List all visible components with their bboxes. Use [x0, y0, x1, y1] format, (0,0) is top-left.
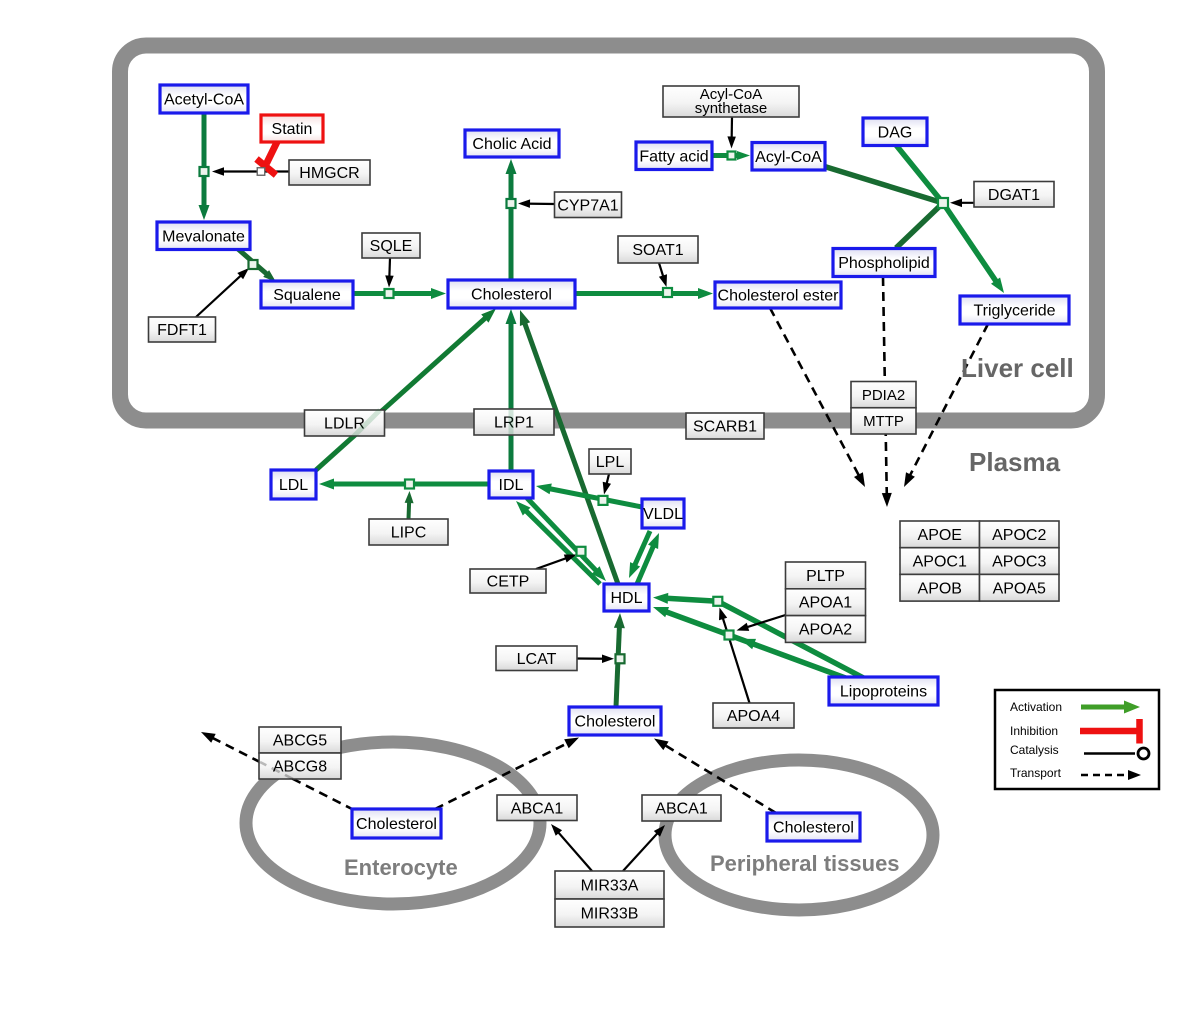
svg-text:HDL: HDL [610, 590, 642, 607]
svg-text:Catalysis: Catalysis [1010, 743, 1059, 757]
svg-text:APOB: APOB [918, 580, 962, 597]
svg-text:HMGCR: HMGCR [299, 165, 359, 182]
svg-text:MTTP: MTTP [863, 413, 904, 430]
svg-text:Transport: Transport [1010, 766, 1062, 780]
svg-text:Liver cell: Liver cell [961, 353, 1074, 383]
svg-text:APOA1: APOA1 [799, 595, 852, 612]
svg-text:synthetase: synthetase [695, 100, 768, 117]
svg-text:Mevalonate: Mevalonate [162, 228, 245, 245]
svg-text:MIR33A: MIR33A [581, 878, 639, 895]
svg-text:Triglyceride: Triglyceride [973, 303, 1055, 320]
svg-text:PLTP: PLTP [806, 568, 845, 585]
svg-text:DAG: DAG [878, 124, 913, 141]
svg-text:MIR33B: MIR33B [581, 906, 639, 923]
svg-text:Squalene: Squalene [273, 287, 341, 304]
svg-text:APOE: APOE [918, 527, 962, 544]
svg-text:SCARB1: SCARB1 [693, 419, 757, 436]
svg-text:ABCA1: ABCA1 [655, 801, 708, 818]
svg-text:LPL: LPL [596, 454, 625, 471]
svg-text:Cholesterol: Cholesterol [471, 287, 552, 304]
svg-text:VLDL: VLDL [643, 506, 683, 523]
svg-text:Fatty acid: Fatty acid [639, 148, 708, 165]
svg-text:APOA5: APOA5 [993, 580, 1046, 597]
svg-text:Inhibition: Inhibition [1010, 724, 1058, 738]
svg-text:LRP1: LRP1 [494, 415, 534, 432]
svg-text:APOA4: APOA4 [727, 708, 780, 725]
svg-text:SQLE: SQLE [370, 238, 413, 255]
svg-text:APOC1: APOC1 [913, 554, 967, 571]
svg-text:APOC3: APOC3 [992, 554, 1046, 571]
svg-text:LDL: LDL [279, 477, 308, 494]
svg-text:Cholesterol: Cholesterol [575, 714, 656, 731]
svg-text:IDL: IDL [499, 477, 524, 494]
svg-text:Plasma: Plasma [969, 447, 1061, 477]
svg-text:Cholesterol: Cholesterol [773, 820, 854, 837]
svg-text:Statin: Statin [272, 121, 313, 138]
svg-text:Cholic Acid: Cholic Acid [472, 136, 551, 153]
svg-text:CETP: CETP [487, 574, 530, 591]
svg-text:Acyl-CoA: Acyl-CoA [755, 149, 822, 166]
svg-text:APOA2: APOA2 [799, 622, 852, 639]
svg-text:FDFT1: FDFT1 [157, 322, 207, 339]
svg-text:PDIA2: PDIA2 [862, 387, 905, 404]
svg-text:SOAT1: SOAT1 [632, 242, 683, 259]
svg-text:ABCG8: ABCG8 [273, 759, 327, 776]
svg-text:Cholesterol ester: Cholesterol ester [718, 288, 840, 305]
svg-text:Enterocyte: Enterocyte [344, 855, 458, 880]
svg-text:Acetyl-CoA: Acetyl-CoA [164, 92, 244, 109]
svg-text:ABCG5: ABCG5 [273, 733, 327, 750]
svg-text:Lipoproteins: Lipoproteins [840, 684, 927, 701]
svg-text:Cholesterol: Cholesterol [356, 816, 437, 833]
svg-text:APOC2: APOC2 [992, 527, 1046, 544]
svg-text:Activation: Activation [1010, 700, 1062, 714]
svg-text:LIPC: LIPC [391, 525, 427, 542]
svg-text:ABCA1: ABCA1 [511, 800, 564, 817]
svg-text:Phospholipid: Phospholipid [838, 255, 930, 272]
svg-text:LCAT: LCAT [517, 651, 557, 668]
svg-text:Peripheral tissues: Peripheral tissues [710, 851, 900, 876]
svg-text:DGAT1: DGAT1 [988, 187, 1040, 204]
svg-text:CYP7A1: CYP7A1 [557, 197, 618, 214]
